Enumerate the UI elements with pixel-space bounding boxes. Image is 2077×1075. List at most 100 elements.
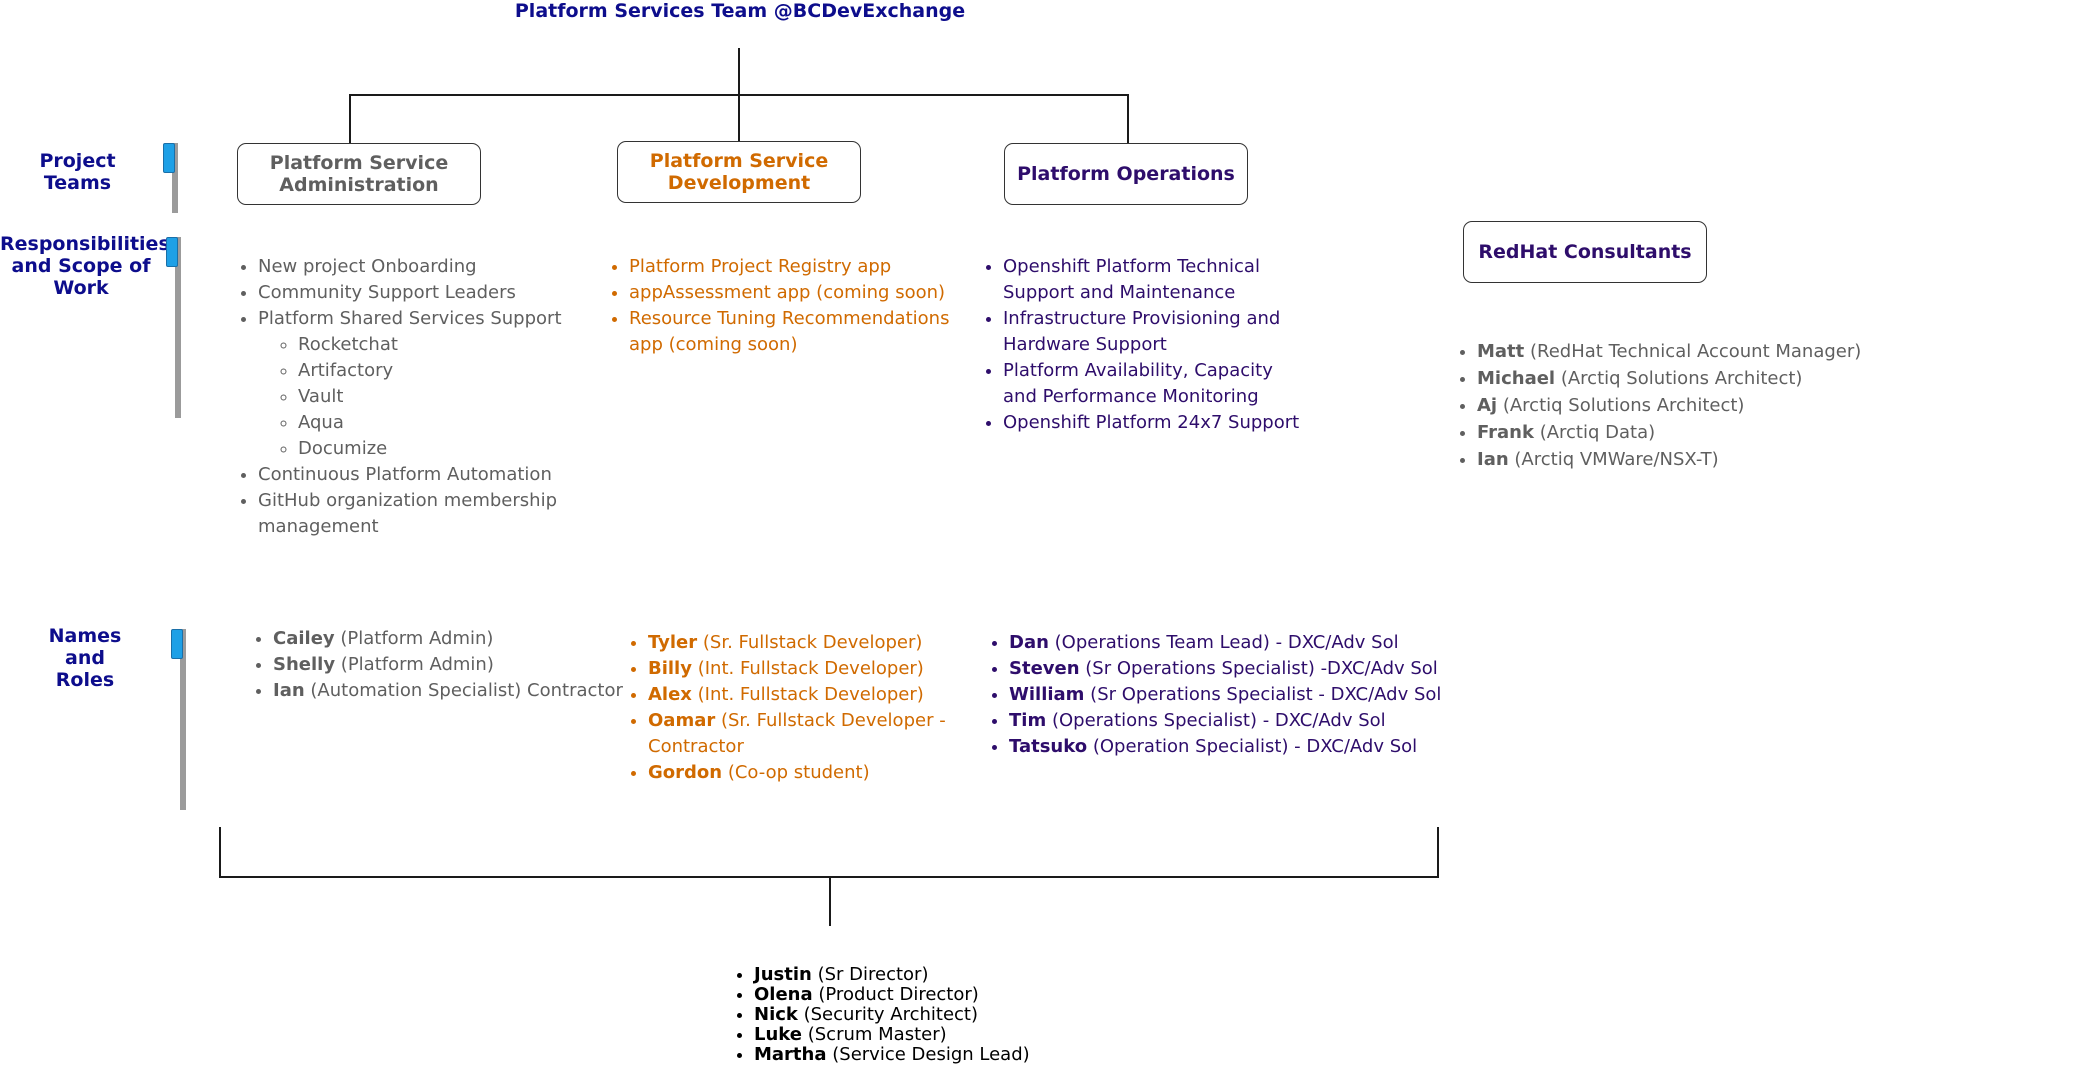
person-name: Olena: [754, 984, 813, 1005]
list-item: Tyler (Sr. Fullstack Developer): [648, 630, 946, 656]
person-role: (Operations Team Lead) - DXC/Adv Sol: [1054, 632, 1399, 653]
person-role: (Arctiq Data): [1539, 422, 1656, 443]
row-tab-names-roles: [171, 629, 183, 659]
person-name: Frank: [1477, 422, 1534, 443]
list-item: Tim (Operations Specialist) - DXC/Adv So…: [1009, 708, 1447, 734]
person-role: (Automation Specialist) Contractor: [310, 680, 623, 701]
person-name: Michael: [1477, 368, 1556, 389]
sub-list-item: Artifactory: [298, 358, 576, 384]
sub-list-item: Aqua: [298, 410, 576, 436]
list-item: Community Support Leaders: [258, 280, 576, 306]
sub-list-item: Vault: [298, 384, 576, 410]
team-box-admin: Platform Service Administration: [237, 143, 481, 205]
person-role: (Int. Fullstack Developer): [697, 684, 924, 705]
row-tab-project-teams: [163, 143, 175, 173]
person-name: Luke: [754, 1024, 802, 1045]
person-name: Tim: [1009, 710, 1047, 731]
row-label-names-roles: Names and Roles: [48, 625, 122, 691]
list-item: Shelly (Platform Admin): [273, 652, 631, 678]
list-item: Tatsuko (Operation Specialist) - DXC/Adv…: [1009, 734, 1447, 760]
people-ops: Dan (Operations Team Lead) - DXC/Adv Sol…: [987, 630, 1447, 760]
row-label-responsibilities: Responsibilities and Scope of Work: [0, 233, 170, 299]
list-item: Platform Availability, Capacity and Perf…: [1003, 358, 1311, 410]
connector-top-horizontal: [349, 94, 1129, 96]
list-item: Luke (Scrum Master): [754, 1025, 1132, 1045]
list-item: Michael (Arctiq Solutions Architect): [1477, 365, 2055, 392]
person-role: (Operations Specialist) - DXC/Adv Sol: [1051, 710, 1386, 731]
list-item: Cailey (Platform Admin): [273, 626, 631, 652]
list-item: Billy (Int. Fullstack Developer): [648, 656, 946, 682]
person-role: (Sr Director): [817, 964, 929, 985]
person-name: Steven: [1009, 658, 1080, 679]
team-box-redhat-label: RedHat Consultants: [1478, 241, 1692, 263]
person-name: Dan: [1009, 632, 1049, 653]
person-name: Ian: [273, 680, 305, 701]
person-role: (Sr. Fullstack Developer - Contractor: [648, 710, 946, 757]
person-name: Martha: [754, 1044, 827, 1065]
row-label-project-teams: Project Teams: [39, 150, 116, 194]
list-item: Justin (Sr Director): [754, 965, 1132, 985]
row-bar-names-roles: [180, 629, 186, 810]
list-item: Resource Tuning Recommendations app (com…: [629, 306, 952, 358]
list-item: Matt (RedHat Technical Account Manager): [1477, 338, 2055, 365]
team-box-redhat: RedHat Consultants: [1463, 221, 1707, 283]
person-name: Oamar: [648, 710, 716, 731]
person-name: Matt: [1477, 341, 1525, 362]
redhat-people: Matt (RedHat Technical Account Manager) …: [1455, 338, 2055, 473]
list-item: GitHub organization membership managemen…: [258, 488, 576, 540]
list-item: Ian (Automation Specialist) Contractor: [273, 678, 631, 704]
connector-admin-drop: [349, 94, 351, 143]
list-item: New project Onboarding: [258, 254, 576, 280]
person-role: (Operation Specialist) - DXC/Adv Sol: [1092, 736, 1418, 757]
person-role: (Arctiq Solutions Architect): [1502, 395, 1745, 416]
people-admin: Cailey (Platform Admin) Shelly (Platform…: [251, 626, 631, 704]
connector-ops-drop: [1127, 94, 1129, 143]
list-item: Aj (Arctiq Solutions Architect): [1477, 392, 2055, 419]
responsibilities-dev: Platform Project Registry app appAssessm…: [607, 254, 952, 358]
person-name: Alex: [648, 684, 692, 705]
team-box-ops-label: Platform Operations: [1017, 163, 1235, 185]
person-role: (Co-op student): [727, 762, 870, 783]
list-item: Gordon (Co-op student): [648, 760, 946, 786]
list-item: Oamar (Sr. Fullstack Developer - Contrac…: [648, 708, 946, 760]
person-name: Nick: [754, 1004, 798, 1025]
diagram-title: Platform Services Team @BCDevExchange: [514, 0, 966, 22]
person-role: (Service Design Lead): [832, 1044, 1030, 1065]
list-item: Martha (Service Design Lead): [754, 1045, 1132, 1065]
list-item: William (Sr Operations Specialist - DXC/…: [1009, 682, 1447, 708]
leadership-list: Justin (Sr Director) Olena (Product Dire…: [732, 965, 1132, 1065]
person-name: Cailey: [273, 628, 335, 649]
list-item: Infrastructure Provisioning and Hardware…: [1003, 306, 1311, 358]
list-item: Alex (Int. Fullstack Developer): [648, 682, 946, 708]
person-role: (Sr. Fullstack Developer): [702, 632, 923, 653]
person-name: Justin: [754, 964, 812, 985]
list-item: Platform Project Registry app: [629, 254, 952, 280]
team-box-ops: Platform Operations: [1004, 143, 1248, 205]
row-bar-project-teams: [172, 143, 178, 213]
person-role: (Scrum Master): [807, 1024, 947, 1045]
person-name: Ian: [1477, 449, 1509, 470]
list-item: Openshift Platform 24x7 Support: [1003, 410, 1311, 436]
sub-list-item: Documize: [298, 436, 576, 462]
list-item: Dan (Operations Team Lead) - DXC/Adv Sol: [1009, 630, 1447, 656]
list-item: Continuous Platform Automation: [258, 462, 576, 488]
row-bar-responsibilities: [175, 237, 181, 418]
person-role: (RedHat Technical Account Manager): [1530, 341, 1862, 362]
person-name: Tyler: [648, 632, 698, 653]
person-name: Tatsuko: [1009, 736, 1088, 757]
person-role: (Product Director): [818, 984, 979, 1005]
list-item: Platform Shared Services Support Rocketc…: [258, 306, 576, 462]
row-tab-responsibilities: [166, 237, 178, 267]
people-dev: Tyler (Sr. Fullstack Developer) Billy (I…: [626, 630, 946, 786]
list-item: Olena (Product Director): [754, 985, 1132, 1005]
person-role: (Sr Operations Specialist - DXC/Adv Sol: [1090, 684, 1442, 705]
person-name: William: [1009, 684, 1085, 705]
person-role: (Sr Operations Specialist) -DXC/Adv Sol: [1085, 658, 1438, 679]
person-name: Billy: [648, 658, 692, 679]
person-role: (Security Architect): [803, 1004, 979, 1025]
list-item: Frank (Arctiq Data): [1477, 419, 2055, 446]
bracket-right: [1437, 827, 1439, 878]
team-box-dev: Platform Service Development: [617, 141, 861, 203]
team-box-dev-label: Platform Service Development: [649, 150, 829, 194]
list-item: Nick (Security Architect): [754, 1005, 1132, 1025]
